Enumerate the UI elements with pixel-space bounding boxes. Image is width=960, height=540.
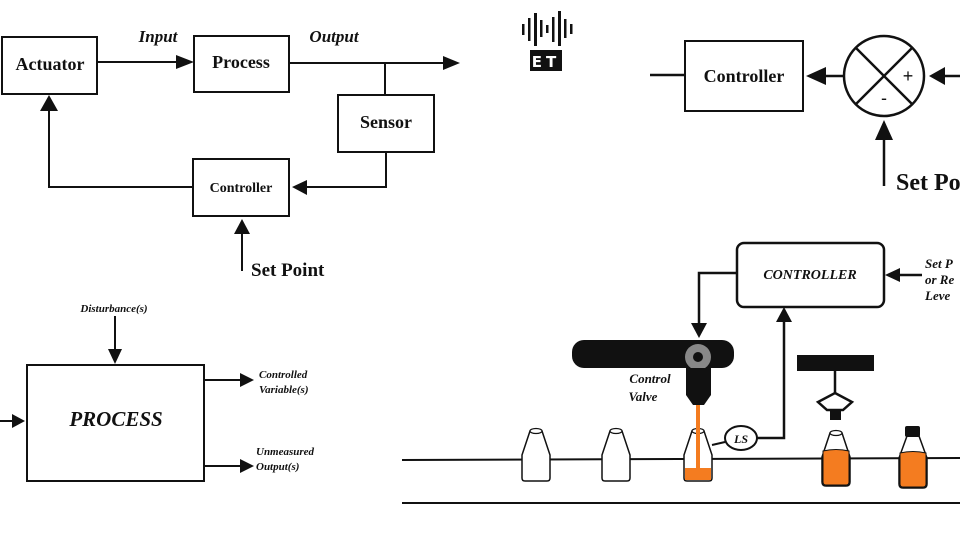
bottling-line-diagram: CONTROLLER Set P or Re Leve Control Valv…: [401, 241, 960, 504]
set-point-arrowhead-4: [885, 268, 900, 282]
sensor-label: Sensor: [360, 112, 412, 132]
junction-to-controller-arrowhead: [806, 67, 826, 85]
disturbance-arrowhead: [108, 349, 122, 364]
bottle-full-1: [821, 429, 851, 487]
valve-nozzle: [686, 368, 711, 405]
set-point-label-4c: Leve: [924, 288, 950, 303]
soundwave-icon: [522, 11, 573, 46]
set-point-label-4a: Set P: [925, 256, 954, 271]
bottle-empty-2: [601, 427, 631, 482]
sensor-to-controller-arrowhead: [292, 180, 307, 195]
controlled-variable-arrowhead: [240, 373, 254, 387]
minus-sign: -: [881, 88, 887, 108]
control-valve-label-2: Valve: [629, 389, 658, 404]
actuator-box: [1, 36, 98, 95]
set-point-label: Set Point: [251, 260, 325, 281]
bottle-liquid: [685, 468, 711, 480]
bottle-empty-1: [521, 427, 551, 482]
sensor-to-controller-line-4: [757, 322, 786, 440]
capper-cap: [830, 411, 841, 420]
controller-box-4: [735, 241, 886, 309]
set-point-label-4b: or Re: [925, 272, 954, 287]
sensor-to-controller-line: [305, 152, 387, 188]
actuator-label: Actuator: [16, 54, 85, 74]
controller-to-actuator-arrowhead: [40, 95, 58, 111]
bottle-cap: [905, 426, 920, 437]
conveyor-top-line: [401, 457, 960, 461]
controlled-variable-label-2: Variable(s): [259, 384, 309, 396]
output-label: Output: [309, 27, 359, 46]
unmeasured-output-arrowhead: [240, 459, 254, 473]
process-box-2: [26, 364, 205, 482]
process-label: Process: [212, 52, 270, 72]
process-box: [193, 35, 290, 93]
feedback-loop-diagram: Actuator Process Sensor Controller Input…: [1, 27, 460, 281]
junction-cross-2: [855, 47, 913, 105]
bottle-full-capped: [898, 426, 928, 489]
process-block-diagram: Disturbance(s) PROCESS Controlled Variab…: [0, 303, 315, 482]
bottle-filling: [683, 405, 713, 482]
controller-to-actuator-line: [48, 108, 193, 188]
controller-box: [192, 158, 290, 217]
controller-to-valve-arrowhead: [691, 323, 707, 338]
unmeasured-output-label-1: Unmeasured: [256, 446, 315, 458]
sensor-to-controller-arrowhead-4: [776, 307, 792, 322]
disturbance-label: Disturbance(s): [79, 303, 147, 315]
controller-label: Controller: [210, 181, 273, 196]
controller-label-2: Controller: [704, 66, 785, 86]
controller-label-4: CONTROLLER: [763, 268, 856, 283]
set-point-arrowhead-2: [875, 120, 893, 140]
unmeasured-output-label-2: Output(s): [256, 461, 299, 473]
et-logo: ET: [522, 11, 573, 71]
set-point-label-2: Set Po: [896, 170, 960, 196]
liquid-stream: [696, 405, 700, 470]
process-label-2: PROCESS: [68, 407, 162, 431]
logo-badge: [530, 50, 562, 71]
capper-bar: [797, 355, 874, 371]
controller-box-2: [684, 40, 804, 112]
summing-junction-diagram: Controller + - Set Po: [650, 34, 960, 196]
capper-head: [815, 391, 855, 412]
controlled-variable-label-1: Controlled: [259, 369, 308, 381]
logo-text: ET: [532, 53, 560, 71]
input-arrowhead: [176, 55, 194, 69]
plus-sign: +: [903, 66, 914, 86]
level-sensor-label: LS: [733, 432, 748, 446]
control-valve-label-1: Control: [629, 371, 671, 386]
process-input-arrowhead: [12, 414, 25, 428]
sensor-probe-line: [711, 441, 726, 446]
output-arrowhead: [443, 56, 460, 70]
valve-knob-inner: [693, 352, 703, 362]
controller-to-valve-line: [697, 271, 737, 325]
input-label: Input: [138, 27, 179, 46]
set-point-arrowhead: [234, 219, 250, 234]
input-arrowhead-2: [929, 67, 945, 85]
